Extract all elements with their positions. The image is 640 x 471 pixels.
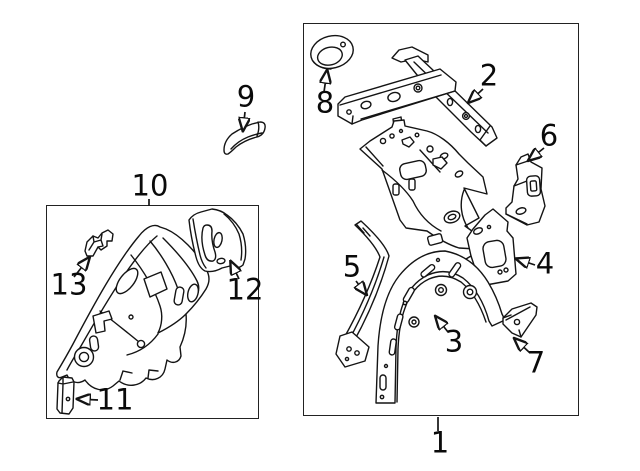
part-2-rail-drawing[interactable]	[337, 46, 498, 147]
callout-label-6[interactable]: 6	[539, 118, 559, 153]
part-quarter-inner-panel-drawing[interactable]	[359, 119, 488, 250]
callout-label-13[interactable]: 13	[50, 267, 88, 302]
callout-label-4[interactable]: 4	[535, 246, 555, 281]
callout-arrows	[73, 71, 545, 431]
part-9-bracket-drawing[interactable]	[223, 121, 266, 155]
callout-label-7[interactable]: 7	[526, 345, 546, 380]
callout-label-11[interactable]: 11	[96, 382, 134, 417]
callout-label-5[interactable]: 5	[342, 249, 362, 284]
part-6-bracket-drawing[interactable]	[505, 153, 546, 226]
part-10-wheelhouse-inner-drawing[interactable]	[56, 224, 210, 391]
part-11-bracket-drawing[interactable]	[56, 376, 75, 415]
callout-label-8[interactable]: 8	[315, 85, 335, 120]
callout-label-9[interactable]: 9	[236, 79, 256, 114]
part-5-stay-drawing[interactable]	[335, 220, 390, 368]
callout-label-10[interactable]: 10	[131, 168, 169, 203]
part-12-bracket-drawing[interactable]	[188, 208, 247, 273]
callout-label-12[interactable]: 12	[226, 272, 264, 307]
part-4-panel-drawing[interactable]	[465, 208, 517, 286]
callout-label-1[interactable]: 1	[430, 425, 450, 460]
part-7-bracket-drawing[interactable]	[502, 302, 538, 338]
part-3-wheelhouse-outer-drawing[interactable]	[375, 250, 506, 404]
part-13-bracket-drawing[interactable]	[84, 229, 114, 257]
callout-label-2[interactable]: 2	[479, 58, 499, 93]
part-8-grommet-drawing[interactable]	[307, 31, 356, 72]
callout-label-3[interactable]: 3	[444, 324, 464, 359]
